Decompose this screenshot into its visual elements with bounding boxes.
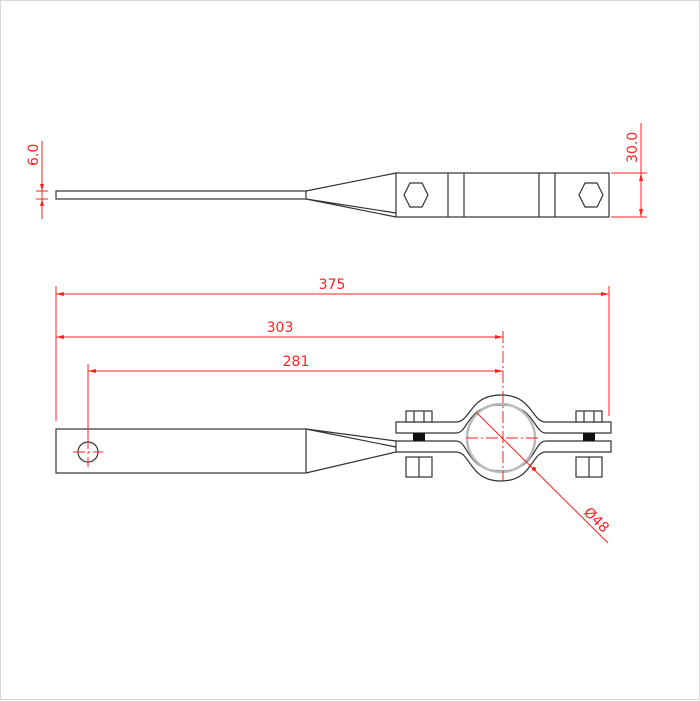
dimension-center-length: 303 (56, 320, 503, 339)
pipe-centerline (466, 331, 541, 481)
flat-bar-top (55, 190, 307, 200)
bolt-left (405, 410, 433, 478)
dimension-height: 30.0 (611, 123, 647, 218)
dimension-hole-to-center: 281 (88, 354, 503, 373)
taper-top (305, 172, 397, 218)
thickness-label: 6.0 (26, 144, 42, 166)
hex-bolt-icon (578, 182, 604, 208)
flat-bar-front (55, 428, 307, 474)
top-view: 6.0 30.0 (26, 123, 647, 219)
band-lines (447, 173, 556, 217)
dimension-thickness: 6.0 (26, 141, 48, 219)
diameter-label: Ø48 (580, 505, 612, 537)
upper-band (395, 394, 612, 434)
height-label: 30.0 (625, 132, 641, 163)
front-view: 375 303 281 Ø48 (55, 277, 612, 544)
taper-front (305, 428, 397, 474)
overall-length-label: 375 (319, 277, 346, 293)
bolt-right (575, 410, 603, 478)
clamp-block-top (395, 172, 610, 218)
hole-to-center-label: 281 (283, 354, 310, 370)
dimension-overall-length: 375 (56, 277, 609, 296)
center-length-label: 303 (267, 320, 294, 336)
hex-bolt-icon (403, 182, 429, 208)
